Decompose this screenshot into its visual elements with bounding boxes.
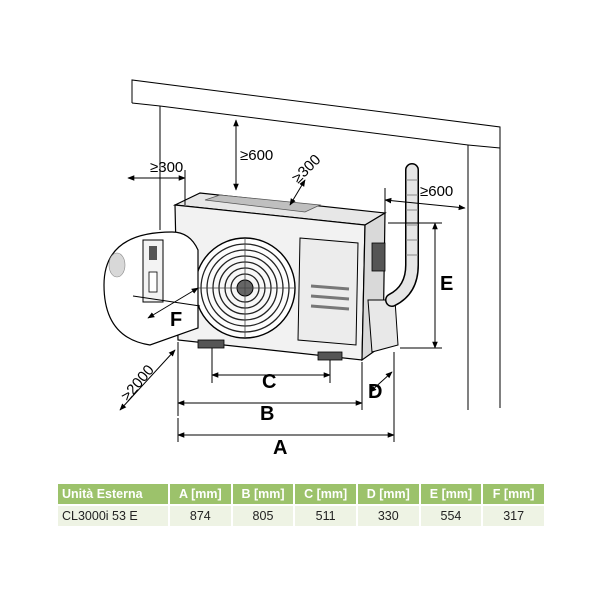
clearance-label-top: ≥600	[240, 147, 273, 164]
dimension-letter-e: E	[440, 273, 453, 295]
dimension-table: Unità Esterna A [mm] B [mm] C [mm] D [mm…	[56, 482, 546, 528]
cell-model: CL3000i 53 E	[58, 506, 168, 526]
header-cell-model: Unità Esterna	[58, 484, 168, 504]
header-cell-d: D [mm]	[357, 484, 419, 504]
dimension-table-wrapper: Unità Esterna A [mm] B [mm] C [mm] D [mm…	[56, 482, 546, 528]
cell-b: 805	[232, 506, 294, 526]
clearance-label-left: ≥300	[150, 159, 183, 176]
cell-d: 330	[357, 506, 419, 526]
installation-clearance-diagram: ≥300 ≥600 ≥300 ≥600 ≥2000 A B C D E F	[103, 79, 501, 459]
header-cell-c: C [mm]	[295, 484, 356, 504]
clearance-label-front: ≥2000	[118, 362, 158, 405]
header-cell-a: A [mm]	[170, 484, 231, 504]
clearance-label-rear: ≥300	[289, 151, 325, 187]
clearance-label-right: ≥600	[420, 183, 453, 200]
header-cell-f: F [mm]	[483, 484, 544, 504]
header-cell-b: B [mm]	[232, 484, 294, 504]
detail-inset	[103, 231, 201, 346]
dimension-lines	[119, 119, 466, 442]
table-row: CL3000i 53 E 874 805 511 330 554 317	[58, 506, 544, 526]
outdoor-unit	[172, 192, 399, 362]
dimension-letter-b: B	[260, 403, 274, 425]
cell-c: 511	[295, 506, 356, 526]
dimension-letter-a: A	[273, 437, 287, 459]
dimension-letter-c: C	[262, 371, 276, 393]
dimension-letter-d: D	[368, 381, 382, 403]
cell-a: 874	[170, 506, 231, 526]
dimension-letter-f: F	[170, 309, 182, 331]
table-header-row: Unità Esterna A [mm] B [mm] C [mm] D [mm…	[58, 484, 544, 504]
cell-f: 317	[483, 506, 544, 526]
cell-e: 554	[420, 506, 482, 526]
wall-outline	[131, 79, 501, 410]
header-cell-e: E [mm]	[420, 484, 482, 504]
